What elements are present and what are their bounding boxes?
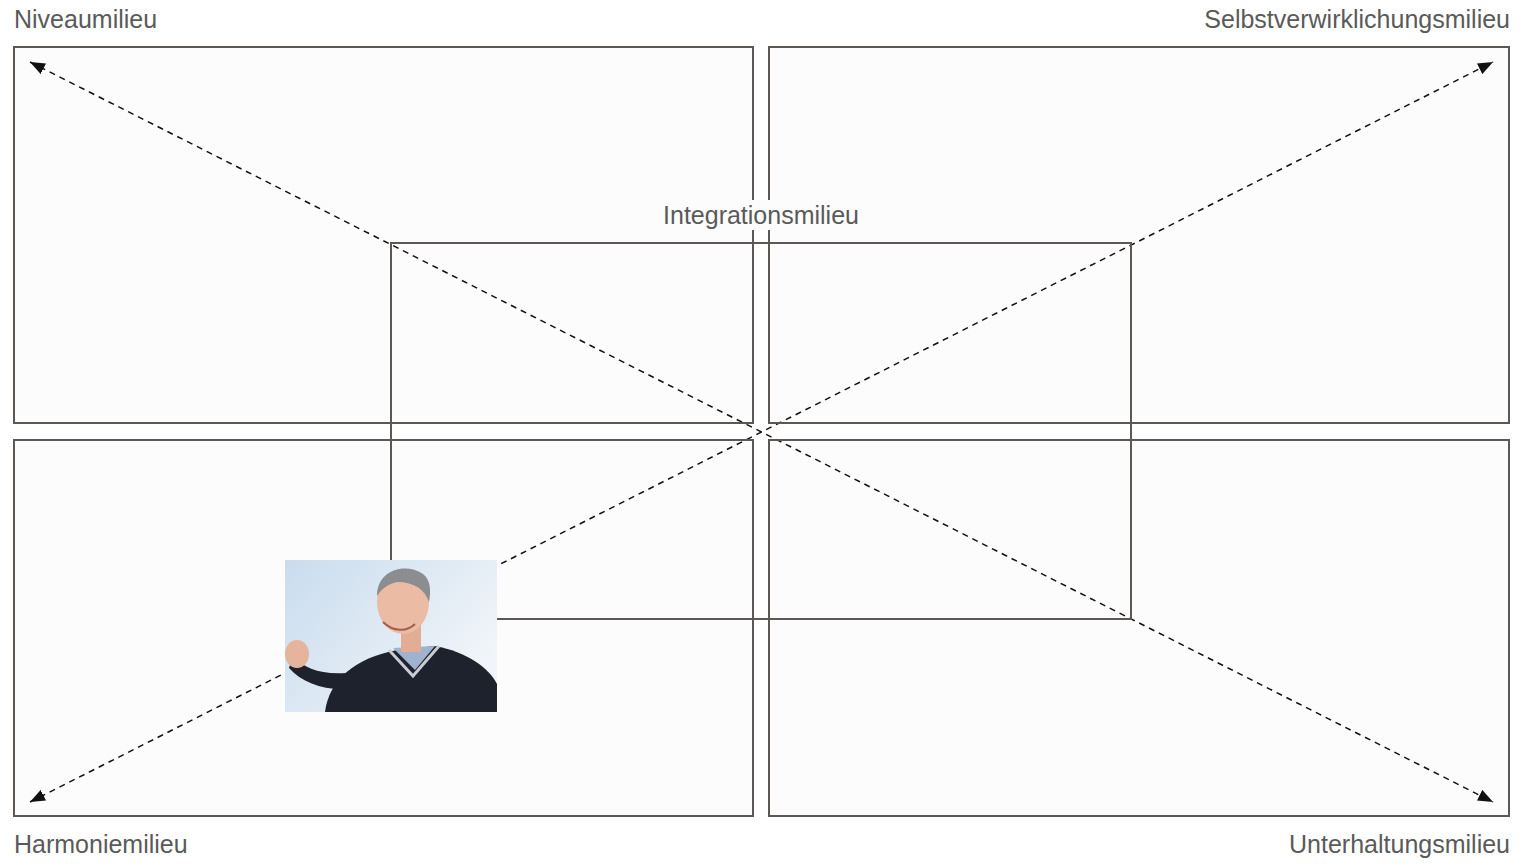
box-fill	[768, 439, 1510, 817]
milieu-label: Integrationsmilieu	[657, 200, 865, 230]
milieu-label: Harmoniemilieu	[14, 829, 188, 859]
milieu-box: Unterhaltungsmilieu	[768, 439, 1510, 817]
hair	[377, 569, 430, 602]
box-fill	[13, 46, 754, 424]
diagonal-axis	[30, 62, 1493, 802]
milieu-box: Niveaumilieu	[13, 46, 754, 424]
smile	[383, 622, 415, 630]
milieu-box: Selbstverwirklichungsmilieu	[768, 46, 1510, 424]
box-fill	[768, 46, 1510, 424]
photo-background	[285, 560, 497, 712]
milieu-label: Selbstverwirklichungsmilieu	[1204, 4, 1510, 34]
portrait-photo	[285, 560, 497, 712]
box-fill	[13, 439, 754, 817]
milieu-label: Unterhaltungsmilieu	[1289, 829, 1510, 859]
milieu-label: Niveaumilieu	[14, 4, 157, 34]
diagonal-axis	[30, 62, 1493, 802]
center-milieu-box: Integrationsmilieu	[390, 242, 1132, 620]
hand	[285, 640, 309, 668]
